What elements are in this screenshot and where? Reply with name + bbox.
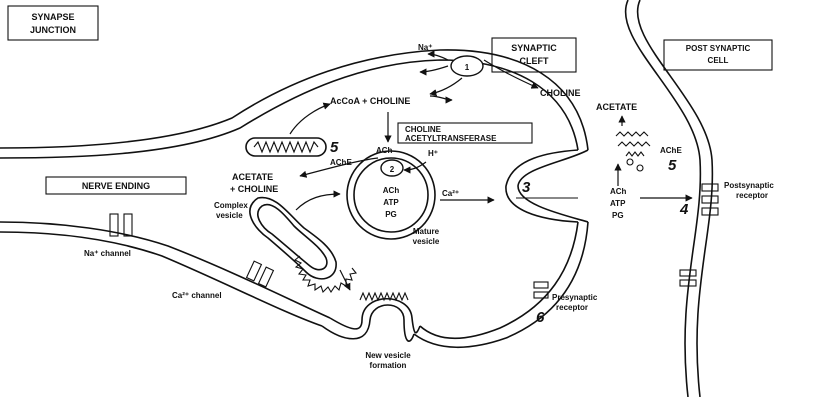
cleft-pg: PG xyxy=(612,211,624,220)
ca-2plus-label: Ca²⁺ xyxy=(442,189,459,198)
step-1-number: 1 xyxy=(465,63,470,72)
step-5-ache-number: 5 xyxy=(668,157,677,174)
postsynaptic-receptor-label-1: Postsynaptic xyxy=(724,181,774,190)
step-2-number: 2 xyxy=(390,165,395,174)
synapse-junction-box: SYNAPSE JUNCTION xyxy=(8,6,98,40)
ca-channel-label: Ca²⁺ channel xyxy=(172,291,222,300)
mitochondrion xyxy=(246,138,326,156)
presynaptic-receptor-label-2: receptor xyxy=(556,303,588,312)
step-6-number: 6 xyxy=(536,309,545,326)
step-3-number: 3 xyxy=(522,179,531,196)
enzyme-label-2: ACETYLTRANSFERASE xyxy=(405,134,497,143)
vesicle-pg: PG xyxy=(385,210,397,219)
nerve-ending-label: NERVE ENDING xyxy=(82,181,150,191)
complex-vesicle xyxy=(250,198,356,292)
synaptic-cleft-box: SYNAPTIC CLEFT xyxy=(492,38,576,72)
mature-vesicle-label-2: vesicle xyxy=(413,237,440,246)
new-vesicle-pit xyxy=(322,293,420,341)
nerve-ending-box: NERVE ENDING xyxy=(46,177,186,194)
vesicle-ach: ACh xyxy=(383,186,400,195)
choline-left-label: + CHOLINE xyxy=(230,184,278,194)
cleft-atp: ATP xyxy=(610,199,626,208)
choline-top-label: CHOLINE xyxy=(540,88,581,98)
cleft-ach: ACh xyxy=(610,187,627,196)
ache-right-label: AChE xyxy=(660,146,682,155)
enzyme-label-1: CHOLINE xyxy=(405,125,442,134)
post-synaptic-label-1: POST SYNAPTIC xyxy=(686,44,751,53)
synapse-junction-label-2: JUNCTION xyxy=(30,25,76,35)
accoa-choline-label: AcCoA + CHOLINE xyxy=(330,96,410,106)
step-5-mito-number: 5 xyxy=(330,139,339,156)
complex-vesicle-label-1: Complex xyxy=(214,201,248,210)
na-channel-label: Na⁺ channel xyxy=(84,249,131,258)
new-vesicle-label-2: formation xyxy=(370,361,407,370)
ca-channel xyxy=(247,261,274,287)
mature-vesicle-label-1: Mature xyxy=(413,227,440,236)
postsynaptic-receptor-label-2: receptor xyxy=(736,191,768,200)
post-synaptic-label-2: CELL xyxy=(708,56,729,65)
synaptic-cleft-label-1: SYNAPTIC xyxy=(511,43,557,53)
na-plus-label: Na⁺ xyxy=(418,43,432,52)
post-synaptic-cell-box: POST SYNAPTIC CELL xyxy=(664,40,772,70)
h-plus-label: H⁺ xyxy=(428,149,438,158)
step-4-number: 4 xyxy=(679,201,689,218)
presynaptic-receptor-label-1: Presynaptic xyxy=(552,293,598,302)
ache-enzyme-cleft xyxy=(616,132,650,171)
presynaptic-membrane xyxy=(0,50,588,347)
complex-vesicle-label-2: vesicle xyxy=(216,211,243,220)
enzyme-box: CHOLINE ACETYLTRANSFERASE xyxy=(398,123,532,143)
acetate-right-label: ACETATE xyxy=(596,102,637,112)
new-vesicle-label-1: New vesicle xyxy=(365,351,411,360)
synapse-junction-label-1: SYNAPSE xyxy=(31,12,74,22)
acetate-left-label: ACETATE xyxy=(232,172,273,182)
vesicle-atp: ATP xyxy=(383,198,399,207)
fusion-pore xyxy=(506,150,588,222)
